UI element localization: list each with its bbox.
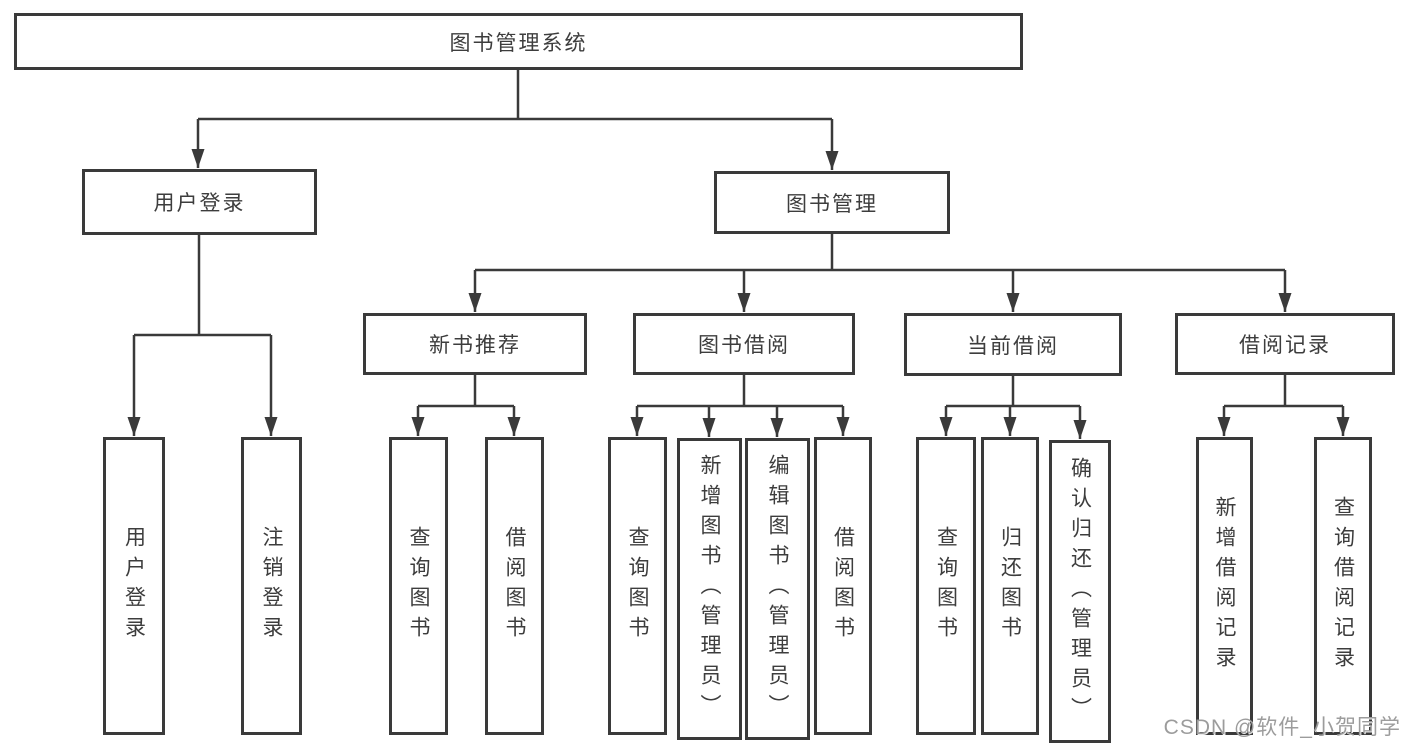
connector-trunk-book-management <box>475 234 1285 272</box>
node-book-borrow-label: 图书借阅 <box>698 334 790 357</box>
leaf-user-login-label: 用户登录 <box>122 526 146 646</box>
leaf-logout: 注销登录 <box>241 437 302 735</box>
connector-trunk-borrow-records <box>1224 375 1343 408</box>
leaf-nb-borrow-books-label: 借阅图书 <box>503 526 526 646</box>
node-book-borrow: 图书借阅 <box>633 313 855 375</box>
node-new-book-recommend-label: 新书推荐 <box>429 334 521 357</box>
node-borrow-records-label: 借阅记录 <box>1239 334 1331 357</box>
connector-trunk-user-login <box>134 235 271 337</box>
leaf-bb-add-books-admin: 新增图书（管理员） <box>677 438 742 740</box>
leaf-bb-query-books-label: 查询图书 <box>626 526 649 646</box>
leaf-cb-return-books-label: 归还图书 <box>998 526 1022 646</box>
node-book-management-label: 图书管理 <box>786 192 878 216</box>
leaf-cb-query-books: 查询图书 <box>916 437 976 735</box>
leaf-cb-query-books-label: 查询图书 <box>934 526 958 646</box>
node-borrow-records: 借阅记录 <box>1175 313 1395 375</box>
node-root: 图书管理系统 <box>14 13 1023 70</box>
node-current-borrow: 当前借阅 <box>904 313 1122 376</box>
leaf-bb-edit-books-admin: 编辑图书（管理员） <box>745 438 810 740</box>
leaf-logout-label: 注销登录 <box>260 526 283 646</box>
node-root-label: 图书管理系统 <box>449 31 588 55</box>
leaf-bb-add-books-admin-label: 新增图书（管理员） <box>698 454 721 724</box>
node-new-book-recommend: 新书推荐 <box>363 313 587 375</box>
connector-trunk-root <box>198 70 832 121</box>
leaf-user-login: 用户登录 <box>103 437 165 735</box>
node-user-login: 用户登录 <box>82 169 317 235</box>
leaf-nb-query-books-label: 查询图书 <box>407 526 430 646</box>
leaf-bb-borrow-books: 借阅图书 <box>814 437 872 735</box>
leaf-cb-return-books: 归还图书 <box>981 437 1039 735</box>
leaf-bb-edit-books-admin-label: 编辑图书（管理员） <box>766 454 789 724</box>
leaf-br-add-record-label: 新增借阅记录 <box>1213 496 1236 676</box>
connector-trunk-book-borrow <box>637 375 843 408</box>
leaf-cb-confirm-return-admin-label: 确认归还（管理员） <box>1068 456 1092 727</box>
leaf-nb-borrow-books: 借阅图书 <box>485 437 544 735</box>
node-current-borrow-label: 当前借阅 <box>967 334 1059 358</box>
csdn-watermark: CSDN @软件_小贺同学 <box>1163 716 1401 739</box>
leaf-nb-query-books: 查询图书 <box>389 437 448 735</box>
leaf-br-query-record-label: 查询借阅记录 <box>1331 496 1355 676</box>
leaf-br-query-record: 查询借阅记录 <box>1314 437 1372 735</box>
node-book-management: 图书管理 <box>714 171 950 234</box>
node-user-login-label: 用户登录 <box>153 192 246 215</box>
connector-trunk-current-borrow <box>946 376 1080 408</box>
leaf-cb-confirm-return-admin: 确认归还（管理员） <box>1049 440 1111 743</box>
connector-trunk-new-book <box>418 375 514 408</box>
leaf-bb-borrow-books-label: 借阅图书 <box>831 526 855 646</box>
leaf-br-add-record: 新增借阅记录 <box>1196 437 1253 735</box>
leaf-bb-query-books: 查询图书 <box>608 437 667 735</box>
